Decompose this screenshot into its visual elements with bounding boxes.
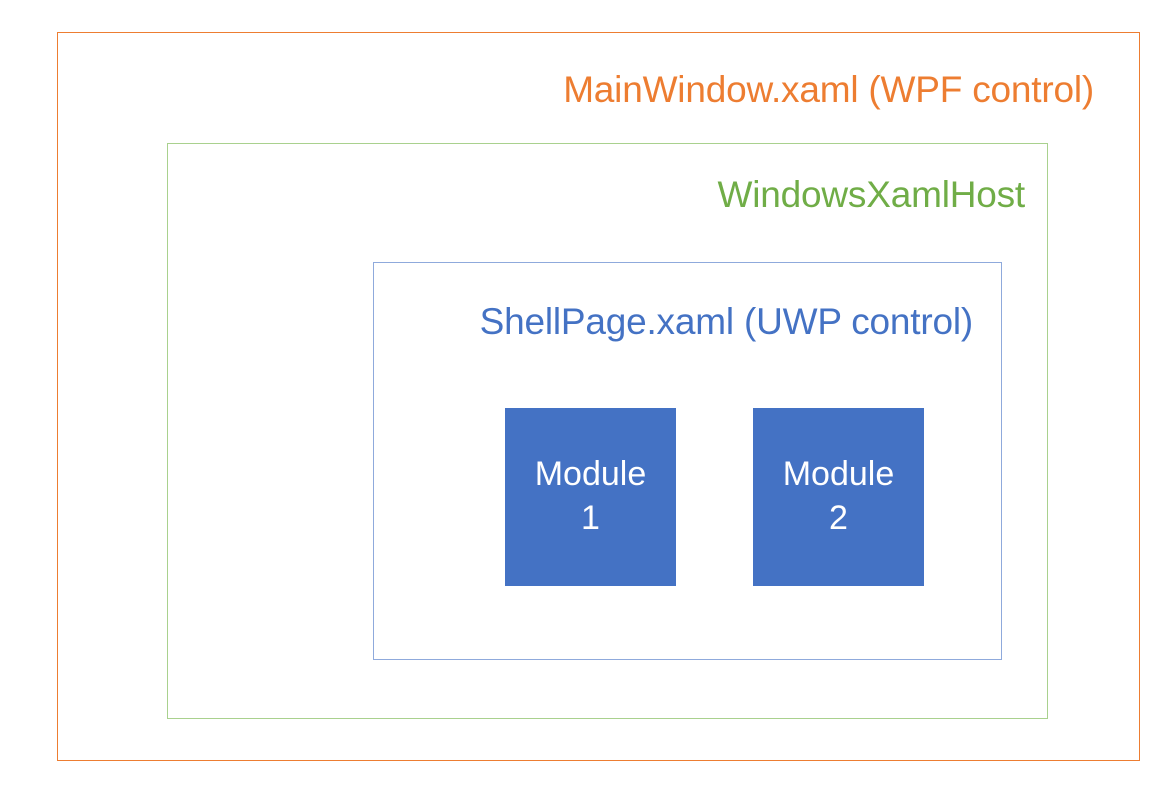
module-box-2: Module 2 (753, 408, 924, 586)
layer-label-shellpage: ShellPage.xaml (UWP control) (479, 301, 974, 342)
module-2-index: 2 (829, 499, 848, 537)
layer-windowsxamlhost: WindowsXamlHost ShellPage.xaml (UWP cont… (167, 143, 1048, 719)
module-1-title: Module (534, 455, 647, 494)
module-2-title: Module (782, 455, 895, 494)
layer-shellpage-uwp-control: ShellPage.xaml (UWP control) Module 1 Mo… (373, 262, 1002, 660)
layer-label-windowsxamlhost: WindowsXamlHost (717, 174, 1026, 215)
layer-mainwindow-wpf-control: MainWindow.xaml (WPF control) WindowsXam… (57, 32, 1140, 761)
module-box-1: Module 1 (505, 408, 676, 586)
layer-label-mainwindow: MainWindow.xaml (WPF control) (563, 69, 1094, 110)
module-1-index: 1 (581, 499, 600, 537)
